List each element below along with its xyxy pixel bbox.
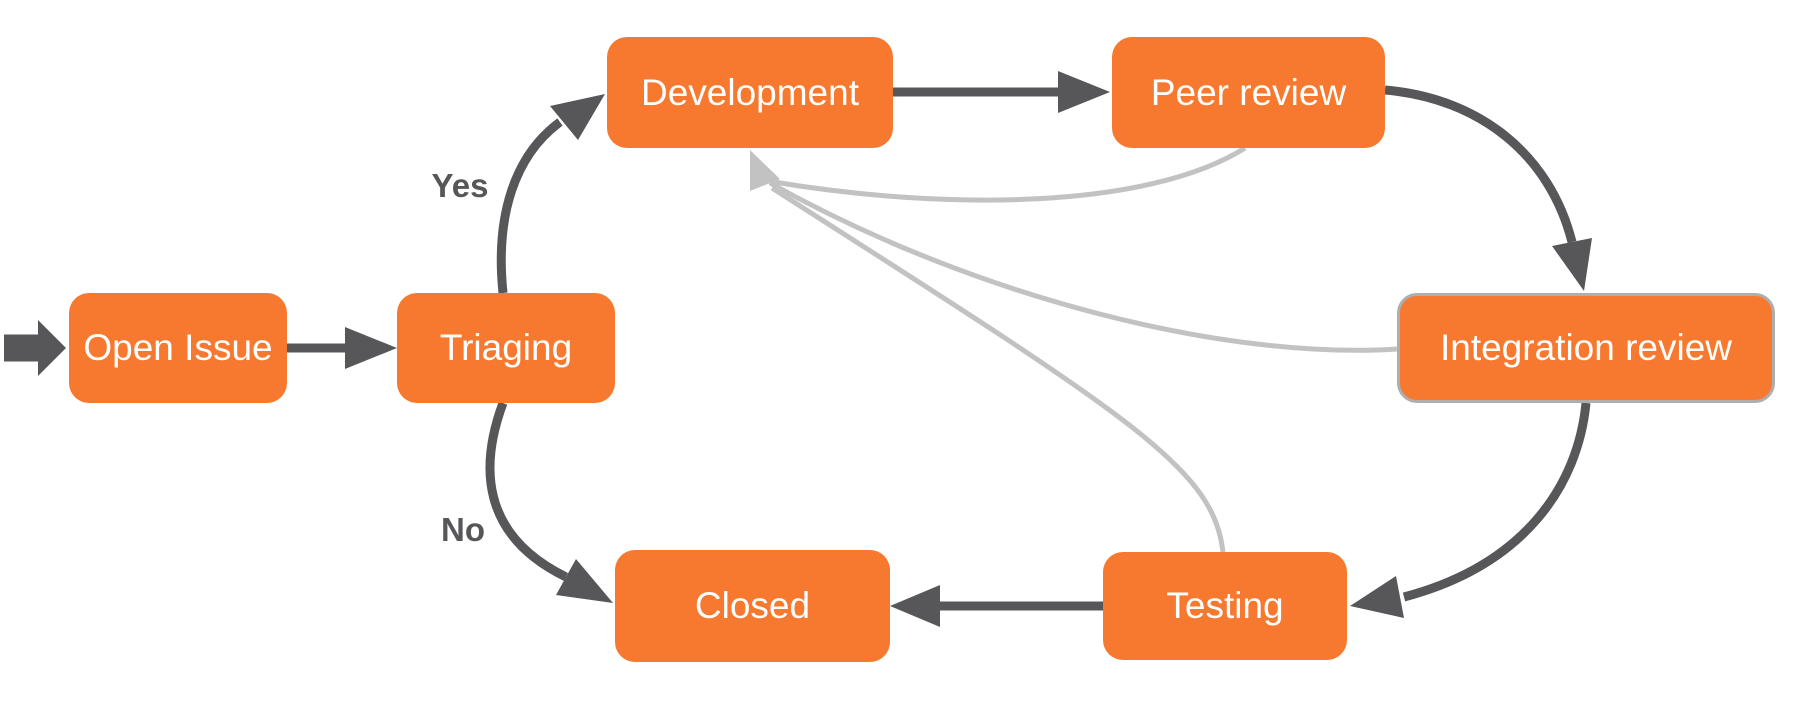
- arrowhead-testing-closed: [890, 585, 940, 627]
- feedback-arrowhead: [750, 150, 780, 191]
- node-development-label: Development: [640, 71, 859, 113]
- node-open-issue-label: Open Issue: [83, 327, 273, 368]
- edge-testing-development: [770, 185, 1226, 553]
- node-testing-label: Testing: [1166, 585, 1284, 626]
- arrowhead-yes-development: [550, 94, 605, 140]
- arrowhead-integration-review-testing: [1350, 576, 1404, 618]
- edge-peer-review-integration-review: [1384, 85, 1577, 244]
- node-triaging[interactable]: Triaging: [397, 293, 615, 403]
- edge-integration-review-testing: [1402, 402, 1591, 602]
- arrowhead-no-closed: [556, 559, 613, 603]
- edge-triaging-closed-no: [485, 401, 568, 582]
- edge-triaging-development-yes: [496, 118, 563, 294]
- edge-peer-review-development: [767, 145, 1247, 203]
- node-integration-review[interactable]: Integration review: [1397, 293, 1775, 403]
- node-open-issue[interactable]: Open Issue: [69, 293, 287, 403]
- node-peer-review[interactable]: Peer review: [1112, 37, 1385, 148]
- arrowhead-open-issue-triaging: [345, 327, 397, 369]
- node-testing[interactable]: Testing: [1103, 552, 1347, 660]
- node-closed-label: Closed: [694, 585, 811, 626]
- edge-integration-review-development: [768, 180, 1398, 353]
- node-development[interactable]: Development: [607, 37, 893, 148]
- edge-label-no: No: [441, 511, 485, 548]
- node-closed[interactable]: Closed: [615, 550, 890, 662]
- arrowhead-development-peer-review: [1058, 71, 1110, 113]
- edge-label-yes: Yes: [431, 167, 489, 204]
- arrowhead-peer-review-integration-review: [1552, 238, 1592, 291]
- node-peer-review-label: Peer review: [1150, 71, 1347, 113]
- arrowhead-start: [38, 320, 66, 376]
- node-triaging-label: Triaging: [439, 327, 573, 368]
- node-integration-review-label: Integration review: [1439, 327, 1733, 368]
